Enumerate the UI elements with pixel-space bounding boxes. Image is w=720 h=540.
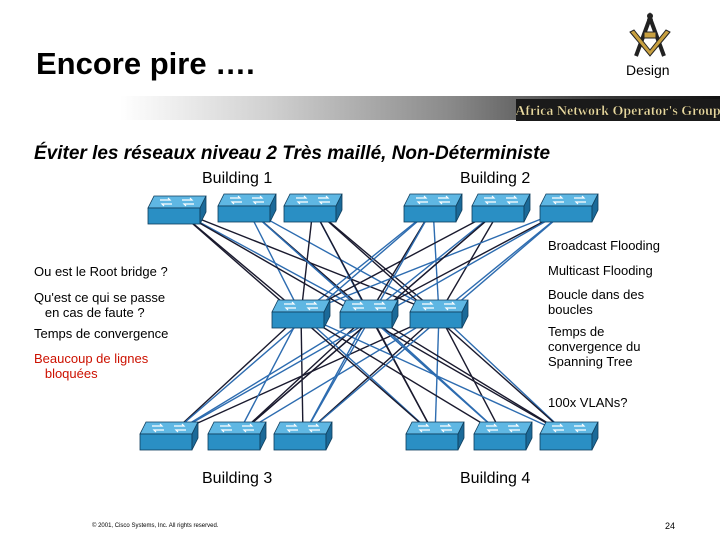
switch-icon — [273, 421, 333, 451]
slide-title: Encore pire …. — [36, 46, 255, 81]
mesh-link — [300, 313, 304, 437]
svg-text:Africa Network Operator's Grou: Africa Network Operator's Group — [516, 104, 720, 119]
africa-nog-banner-logo: Africa Network Operator's Group — [516, 99, 720, 121]
note-stp: Temps de convergence du Spanning Tree — [548, 324, 641, 369]
switch-icon — [471, 193, 531, 223]
page-number: 24 — [665, 521, 676, 531]
note-broadcast: Broadcast Flooding — [548, 238, 661, 253]
note-vlans: 100x VLANs? — [548, 395, 628, 410]
switch-icon — [409, 299, 469, 329]
switch-icon — [403, 193, 463, 223]
slide-subtitle: Éviter les réseaux niveau 2 Très maillé,… — [34, 143, 551, 164]
note-loops: Boucle dans des boucles — [548, 287, 645, 317]
note-multicast: Multicast Flooding — [548, 263, 653, 278]
switch-icon — [271, 299, 331, 329]
switch-icon — [283, 193, 343, 223]
mesh-link — [438, 313, 504, 437]
mesh-link — [368, 313, 570, 437]
mesh-link — [246, 207, 302, 315]
mesh-link — [168, 313, 302, 437]
switch-icon — [139, 421, 199, 451]
mesh-link — [246, 207, 440, 315]
mesh-link — [312, 207, 440, 315]
building-1-label: Building 1 — [202, 170, 273, 187]
note-convergence: Temps de convergence — [34, 326, 169, 341]
compass-square-logo-icon — [629, 12, 671, 57]
note-root-bridge: Ou est le Root bridge ? — [34, 264, 168, 279]
switch-icon — [473, 421, 533, 451]
switch-icon — [539, 193, 599, 223]
note-blocked-links: Beaucoup de lignes bloquées — [34, 351, 149, 381]
switch-icon — [217, 193, 277, 223]
copyright: © 2001, Cisco Systems, Inc. All rights r… — [92, 523, 219, 529]
switch-icon — [339, 299, 399, 329]
switch-icon — [405, 421, 465, 451]
building-2-label: Building 2 — [460, 170, 531, 187]
mesh-link — [438, 313, 570, 437]
switch-icon — [207, 421, 267, 451]
switch-icon — [147, 195, 207, 225]
design-label: Design — [626, 62, 670, 78]
mesh-link — [368, 207, 570, 315]
switch-icon — [539, 421, 599, 451]
mesh-link — [176, 209, 370, 315]
mesh-link — [300, 207, 502, 315]
note-fault: Qu'est ce qui se passe en cas de faute ? — [34, 290, 166, 320]
building-4-label: Building 4 — [460, 470, 531, 487]
mesh-link — [236, 313, 302, 437]
building-3-label: Building 3 — [202, 470, 273, 487]
mesh-link — [300, 207, 434, 315]
